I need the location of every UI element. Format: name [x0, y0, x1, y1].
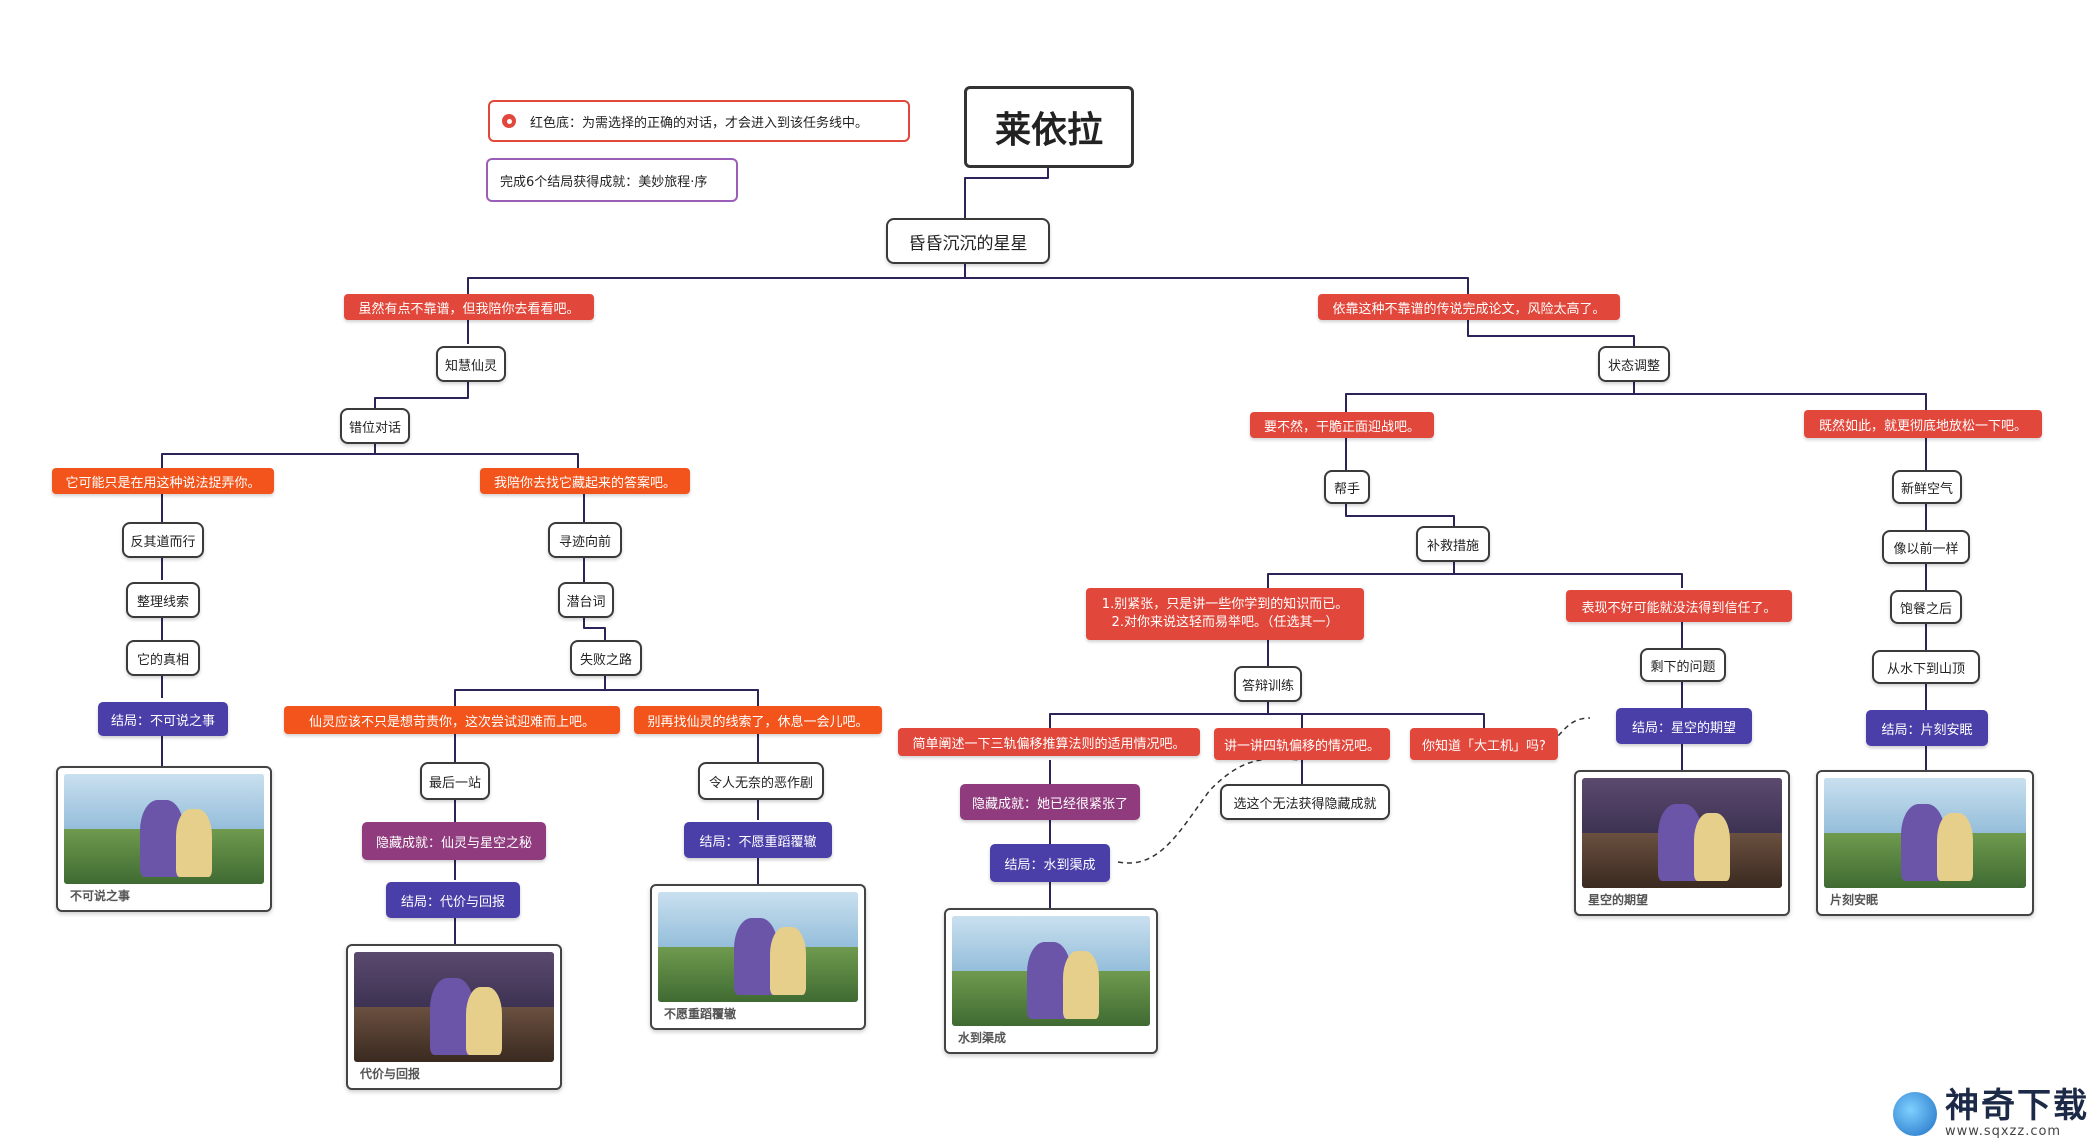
scene-image	[952, 916, 1150, 1026]
hidden-achievement-xianling: 隐藏成就：仙灵与星空之秘	[362, 822, 546, 860]
card-buyuan: 不愿重蹈覆辙	[650, 884, 866, 1030]
choice-right-d3: 你知道「大工机」吗?	[1410, 728, 1558, 760]
choice-left: 虽然有点不靠谱，但我陪你去看看吧。	[344, 294, 594, 320]
main-topic: 昏昏沉沉的星星	[886, 218, 1050, 264]
card-shuidao-qucheng: 水到渠成	[944, 908, 1158, 1054]
choice-left-b1: 仙灵应该不只是想苛责你，这次尝试迎难而上吧。	[284, 706, 620, 734]
choice-right-c1: 1.别紧张，只是讲一些你学到的知识而已。 2.对你来说这轻而易举吧。（任选其一）	[1086, 588, 1364, 640]
watermark-logo: 神奇下载 www.sqxzz.com	[1893, 1088, 2089, 1139]
step-shengxia-wenti: 剩下的问题	[1640, 648, 1726, 682]
step-left-a-3: 它的真相	[126, 640, 200, 676]
step-bangshou: 帮手	[1324, 470, 1370, 504]
legend-red-text: 红色底：为需选择的正确的对话，才会进入到该任务线中。	[530, 115, 869, 131]
step-right-e-1: 新鲜空气	[1892, 470, 1962, 504]
note-no-hidden: 选这个无法获得隐藏成就	[1220, 784, 1390, 820]
card-caption: 片刻安眠	[1830, 893, 1879, 907]
step-left-b-3: 失败之路	[570, 640, 642, 676]
step-dabian-xunlian: 答辩训练	[1234, 666, 1302, 702]
scene-image	[1582, 778, 1782, 888]
choice-left-b: 我陪你去找它藏起来的答案吧。	[480, 468, 690, 494]
scene-image	[658, 892, 858, 1002]
card-caption: 水到渠成	[958, 1031, 1007, 1045]
root-title: 莱依拉	[964, 86, 1134, 168]
choice-right-d2: 讲一讲四轨偏移的情况吧。	[1214, 728, 1390, 760]
card-pianke-anmian: 片刻安眠	[1816, 770, 2034, 916]
watermark-url: www.sqxzz.com	[1945, 1124, 2062, 1139]
step-bujiu-cuoshi: 补救措施	[1416, 526, 1490, 562]
choice-line-2: 2.对你来说这轻而易举吧。（任选其一）	[1111, 615, 1339, 630]
legend-red-note: 红色底：为需选择的正确的对话，才会进入到该任务线中。	[488, 100, 910, 142]
step-right-e-2: 像以前一样	[1882, 530, 1970, 564]
choice-right: 依靠这种不靠谱的传说完成论文，风险太高了。	[1318, 294, 1620, 320]
choice-line-1: 1.别紧张，只是讲一些你学到的知识而已。	[1101, 597, 1349, 612]
card-caption: 星空的期望	[1588, 893, 1649, 907]
scene-image	[354, 952, 554, 1062]
ending-xingkong-qiwang: 结局：星空的期望	[1616, 708, 1752, 744]
choice-left-b2: 别再找仙灵的线索了，休息一会儿吧。	[634, 706, 882, 734]
step-left-a-1: 反其道而行	[122, 522, 204, 558]
legend-achievement-text: 完成6个结局获得成就：美妙旅程·序	[500, 174, 708, 190]
logo-icon	[1893, 1091, 1937, 1136]
hidden-achievement-jinzhang: 隐藏成就：她已经很紧张了	[960, 784, 1140, 820]
ending-pianke-anmian: 结局：片刻安眠	[1866, 710, 1988, 746]
legend-achievement-note: 完成6个结局获得成就：美妙旅程·序	[486, 158, 738, 202]
ending-bukeshuo: 结局：不可说之事	[98, 702, 228, 736]
watermark-name: 神奇下载	[1945, 1086, 2089, 1126]
node-zhihui-xianling: 知慧仙灵	[436, 346, 506, 382]
choice-right-c2: 表现不好可能就没法得到信任了。	[1566, 590, 1792, 622]
choice-right-d1: 简单阐述一下三轨偏移推算法则的适用情况吧。	[898, 728, 1200, 756]
scene-image	[1824, 778, 2026, 888]
card-daijia-huibao: 代价与回报	[346, 944, 562, 1090]
choice-right-c: 要不然，干脆正面迎战吧。	[1250, 412, 1434, 438]
ending-daijia-huibao: 结局：代价与回报	[386, 882, 520, 918]
choice-left-a: 它可能只是在用这种说法捉弄你。	[52, 468, 274, 494]
card-caption: 代价与回报	[360, 1067, 421, 1081]
card-caption: 不可说之事	[70, 889, 131, 903]
record-icon	[502, 114, 516, 128]
node-zhuangtai-tiaozheng: 状态调整	[1598, 346, 1670, 382]
step-right-e-4: 从水下到山顶	[1872, 650, 1980, 684]
scene-image	[64, 774, 264, 884]
step-zuihou-yizhan: 最后一站	[420, 762, 490, 800]
step-left-b-2: 潜台词	[558, 582, 614, 618]
card-bukeshuo: 不可说之事	[56, 766, 272, 912]
node-cuowei-duihua: 错位对话	[340, 408, 410, 444]
step-left-b-1: 寻迹向前	[548, 522, 622, 558]
ending-buyuan: 结局：不愿重蹈覆辙	[684, 822, 832, 858]
step-right-e-3: 饱餐之后	[1890, 590, 1962, 624]
choice-right-e: 既然如此，就更彻底地放松一下吧。	[1804, 410, 2042, 438]
card-xingkong-qiwang: 星空的期望	[1574, 770, 1790, 916]
step-left-a-2: 整理线索	[126, 582, 200, 618]
card-caption: 不愿重蹈覆辙	[664, 1007, 737, 1021]
ending-shuidao-qucheng: 结局：水到渠成	[990, 844, 1110, 882]
step-wunai-ezuoju: 令人无奈的恶作剧	[698, 762, 824, 800]
